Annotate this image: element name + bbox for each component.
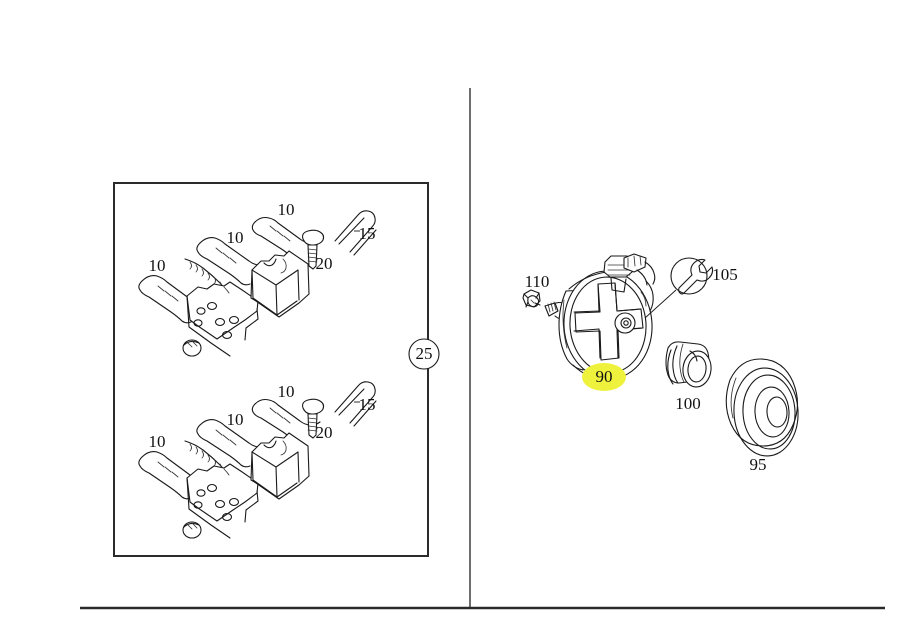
label-95: 95 [750,455,767,474]
wrench-leader-line [644,289,677,319]
label-15-lower: 15 [359,395,376,414]
callout-label-25: 25 [416,344,433,363]
label-10-upper-left: 10 [149,256,166,275]
label-10-lower-right: 10 [278,382,295,401]
label-10-lower-left: 10 [149,432,166,451]
brake-booster [558,253,656,380]
retaining-pin-clip-upper [334,210,377,256]
hex-nut [522,289,541,308]
brake-booster-panel: 90 105 100 [522,253,799,474]
pad-plug-cap-lower [182,521,202,539]
wrench-circle [670,257,708,295]
label-10-upper-right: 10 [278,200,295,219]
brake-pad-set-panel: 10 10 10 15 20 [113,182,440,557]
upper-brake-pad-group: 10 10 10 15 20 [138,200,377,357]
booster-valve-fitting [603,253,656,293]
brake-pad-lower-rear [250,432,310,500]
label-100: 100 [675,394,701,413]
booster-cover-dome: 95 [725,358,799,474]
highlight-90 [582,363,626,391]
label-105: 105 [712,265,738,284]
label-15-upper: 15 [359,224,376,243]
label-110: 110 [525,272,550,291]
callout-circle-25 [408,338,440,370]
retaining-pin-clip-lower [334,381,377,427]
label-20-lower: 20 [316,423,333,442]
page-structure [80,88,885,610]
brake-pad-upper-front [186,281,259,357]
brake-pad-upper-rear [250,250,310,318]
service-wrench-symbol[interactable]: 105 [644,257,738,319]
guide-bolt-upper [302,229,325,270]
guide-bolt-lower [302,398,325,439]
booster-front-web [573,282,644,361]
brake-pad-lower-front [186,463,259,539]
section-callout-25[interactable]: 25 [408,338,440,370]
pad-set-frame [113,182,429,557]
label-90: 90 [596,367,613,386]
label-10-lower-mid: 10 [227,410,244,429]
label-10-upper-mid: 10 [227,228,244,247]
wrench-icon [678,258,714,295]
label-20-upper: 20 [316,254,333,273]
lower-brake-pad-group: 10 10 10 15 20 [138,381,377,539]
pad-plug-cap-upper [182,339,202,357]
rubber-bellows-grommet: 100 [665,341,712,413]
